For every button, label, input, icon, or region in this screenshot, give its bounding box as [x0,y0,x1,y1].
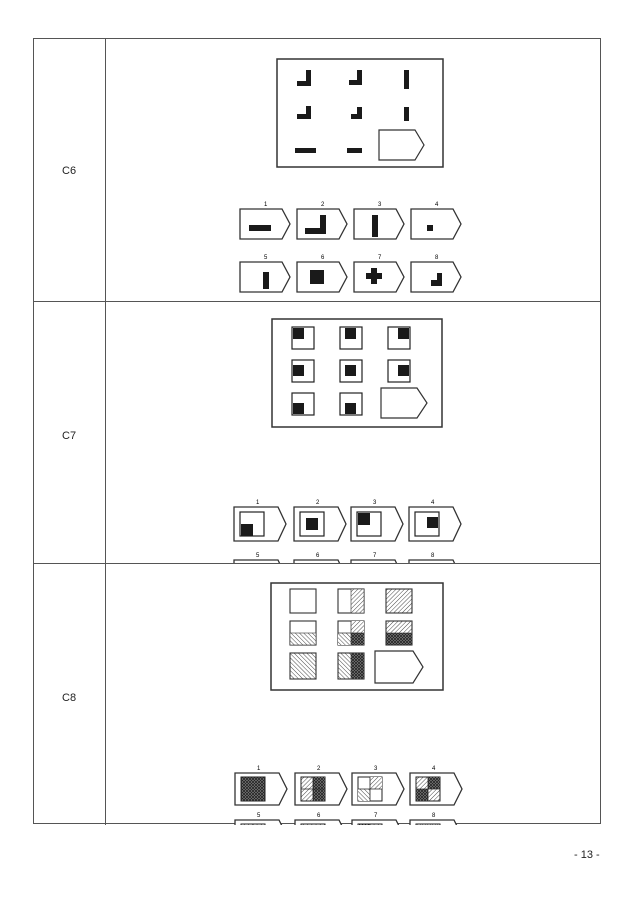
option-number: 8 [435,255,439,261]
matrix-cell [291,392,315,416]
option-number: 6 [316,553,320,559]
matrix-cell [385,588,413,614]
answer-option[interactable]: 1 [234,766,288,806]
item-label-cell: C8 [34,564,106,825]
option-number: 6 [317,813,321,819]
answer-option[interactable]: 4 [408,500,462,542]
matrix-cell [339,326,363,350]
option-number: 5 [264,255,268,261]
matrix-cell [404,70,409,89]
option-number: 2 [317,766,321,772]
option-number: 5 [256,553,260,559]
option-number: 4 [432,766,436,772]
option-number: 3 [374,766,378,772]
matrix-cell [339,392,363,416]
answer-option[interactable]: 1 [239,202,291,240]
item-label: C6 [62,165,77,177]
item-label: C8 [62,692,77,704]
option-number: 1 [256,500,260,506]
item-row-c7: C7 [34,301,600,563]
matrix-cell [337,652,365,680]
matrix-cell [337,620,365,646]
answer-option[interactable]: 8 [409,813,463,825]
item-row-c6: C6 [34,39,600,301]
matrix-cell [289,652,317,680]
option-number: 6 [321,255,325,261]
page-number: - 13 - [574,849,600,861]
matrix-cell [289,620,317,646]
answer-option[interactable]: 6 [296,255,348,293]
answer-option[interactable]: 7 [353,255,405,293]
problem-matrix [276,58,444,168]
answer-option[interactable]: 5 [233,553,287,563]
answer-option[interactable]: 3 [351,766,405,806]
option-number: 2 [321,202,325,208]
matrix-figure-c6: 1 2 3 4 [239,58,462,293]
option-number: 7 [373,553,377,559]
answer-option[interactable]: 8 [410,255,462,293]
answer-option[interactable]: 2 [296,202,348,240]
answer-option[interactable]: 5 [239,255,291,293]
answer-option[interactable]: 6 [293,553,347,563]
option-number: 8 [431,553,435,559]
matrix-cell [297,106,311,119]
answer-option[interactable]: 7 [350,553,404,563]
matrix-cell [291,359,315,383]
answer-option[interactable]: 2 [293,500,347,542]
option-number: 7 [378,255,382,261]
option-number: 3 [378,202,382,208]
option-number: 4 [431,500,435,506]
matrix-cell [387,326,411,350]
matrix-items-table: C6 [33,38,601,825]
problem-matrix [270,582,444,691]
matrix-cell [385,620,413,646]
option-number: 3 [373,500,377,506]
answer-option[interactable]: 4 [410,202,462,240]
answer-option[interactable]: 6 [294,813,348,825]
item-figure: 1 2 3 4 [107,302,600,563]
answer-option[interactable]: 5 [234,813,288,825]
option-number: 2 [316,500,320,506]
option-number: 7 [374,813,378,819]
option-number: 1 [257,766,261,772]
answer-option[interactable]: 4 [409,766,463,806]
answer-slot [378,129,425,161]
answer-slot [380,387,428,419]
answer-slot [374,650,424,684]
matrix-cell [347,148,362,153]
item-figure: 1 2 3 [107,564,600,825]
option-number: 8 [432,813,436,819]
answer-option[interactable]: 3 [350,500,404,542]
item-figure: 1 2 3 4 [107,39,600,301]
matrix-figure-c8: 1 2 3 [234,582,463,825]
answer-option[interactable]: 1 [233,500,287,542]
answer-option[interactable]: 8 [408,553,462,563]
item-label: C7 [62,430,77,442]
option-number: 4 [435,202,439,208]
option-number: 1 [264,202,268,208]
matrix-cell [291,326,315,350]
matrix-cell [404,107,409,121]
matrix-cell [351,107,362,119]
matrix-cell [339,359,363,383]
answer-option[interactable]: 2 [294,766,348,806]
problem-matrix [271,318,443,428]
matrix-cell [349,70,362,85]
answer-option[interactable]: 7 [351,813,405,825]
matrix-cell [337,588,365,614]
matrix-cell [387,359,411,383]
item-label-cell: C7 [34,302,106,563]
option-number: 5 [257,813,261,819]
matrix-figure-c7: 1 2 3 4 [233,318,462,563]
matrix-cell [297,70,311,86]
matrix-cell [289,588,317,614]
item-row-c8: C8 [34,563,600,825]
item-label-cell: C6 [34,39,106,301]
matrix-cell [295,148,316,153]
answer-option[interactable]: 3 [353,202,405,240]
